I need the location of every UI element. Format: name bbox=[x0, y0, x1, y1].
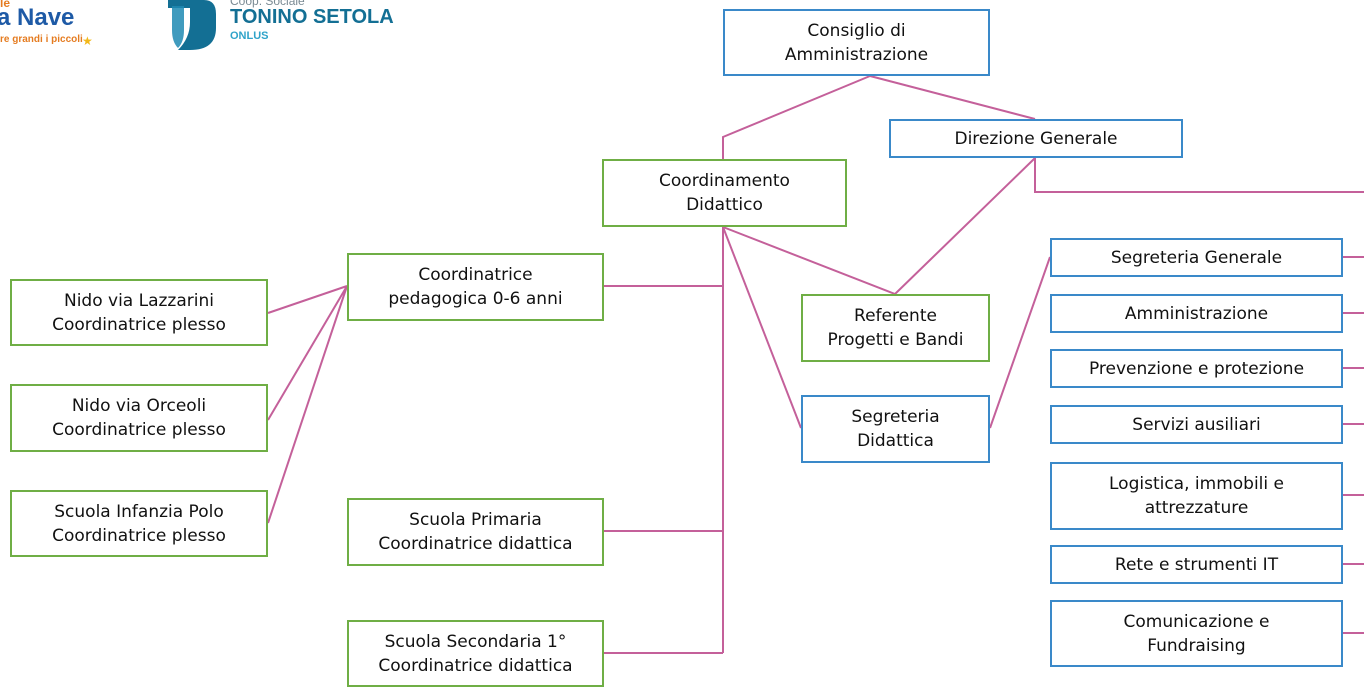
connector-coordinamento-to-segreteria-didattica bbox=[722, 226, 802, 429]
setola-logo-suffix: ONLUS bbox=[230, 30, 269, 42]
node-nido-via-lazzarini: Nido via Lazzarini Coordinatrice plesso bbox=[10, 279, 268, 346]
node-rete-e-strumenti-it: Rete e strumenti IT bbox=[1050, 545, 1343, 584]
node-referente-progetti-e-bandi: Referente Progetti e Bandi bbox=[801, 294, 990, 362]
node-logistica-immobili-attrezzature: Logistica, immobili e attrezzature bbox=[1050, 462, 1343, 530]
setola-logo-name: TONINO SETOLA bbox=[230, 6, 394, 28]
connector-coordinatrice-to-infanzia bbox=[267, 285, 348, 524]
tonino-setola-logo: Coop. Sociale TONINO SETOLA ONLUS bbox=[168, 0, 408, 52]
node-nido-via-orceoli: Nido via Orceoli Coordinatrice plesso bbox=[10, 384, 268, 452]
setola-logo-kind: Coop. Sociale bbox=[230, 0, 305, 8]
node-servizi-ausiliari: Servizi ausiliari bbox=[1050, 405, 1343, 444]
node-comunicazione-e-fundraising: Comunicazione e Fundraising bbox=[1050, 600, 1343, 667]
node-coordinamento-didattico: Coordinamento Didattico bbox=[602, 159, 847, 227]
la-nave-logo-name: a Nave bbox=[0, 4, 75, 31]
la-nave-logo: le a Nave re grandi i piccoli ★ bbox=[0, 0, 110, 52]
node-segreteria-didattica: Segreteria Didattica bbox=[801, 395, 990, 463]
connector-coordinamento-to-referente bbox=[722, 226, 896, 295]
connector-segreteria-didattica-to-generale bbox=[989, 256, 1051, 429]
connector-coordinatrice-to-nido1 bbox=[267, 285, 348, 314]
node-segreteria-generale: Segreteria Generale bbox=[1050, 238, 1343, 277]
node-consiglio-di-amministrazione: Consiglio di Amministrazione bbox=[723, 9, 990, 76]
la-nave-logo-tagline: re grandi i piccoli bbox=[0, 34, 83, 45]
connector-coordinatrice-to-nido2 bbox=[267, 285, 348, 421]
la-nave-logo-top: le bbox=[0, 0, 11, 10]
node-scuola-infanzia-polo: Scuola Infanzia Polo Coordinatrice pless… bbox=[10, 490, 268, 557]
connector-cda-to-direzione bbox=[869, 75, 1036, 120]
node-direzione-generale: Direzione Generale bbox=[889, 119, 1183, 158]
node-scuola-secondaria: Scuola Secondaria 1° Coordinatrice didat… bbox=[347, 620, 604, 687]
setola-mark-icon bbox=[168, 0, 216, 50]
connector-cda-to-coordinamento bbox=[722, 75, 871, 159]
connector-direzione-to-referente bbox=[894, 157, 1036, 295]
node-coordinatrice-pedagogica: Coordinatrice pedagogica 0-6 anni bbox=[347, 253, 604, 321]
node-scuola-primaria: Scuola Primaria Coordinatrice didattica bbox=[347, 498, 604, 566]
node-amministrazione: Amministrazione bbox=[1050, 294, 1343, 333]
connector-direzione-to-right bbox=[1034, 158, 1364, 193]
star-icon: ★ bbox=[82, 34, 93, 48]
node-prevenzione-e-protezione: Prevenzione e protezione bbox=[1050, 349, 1343, 388]
